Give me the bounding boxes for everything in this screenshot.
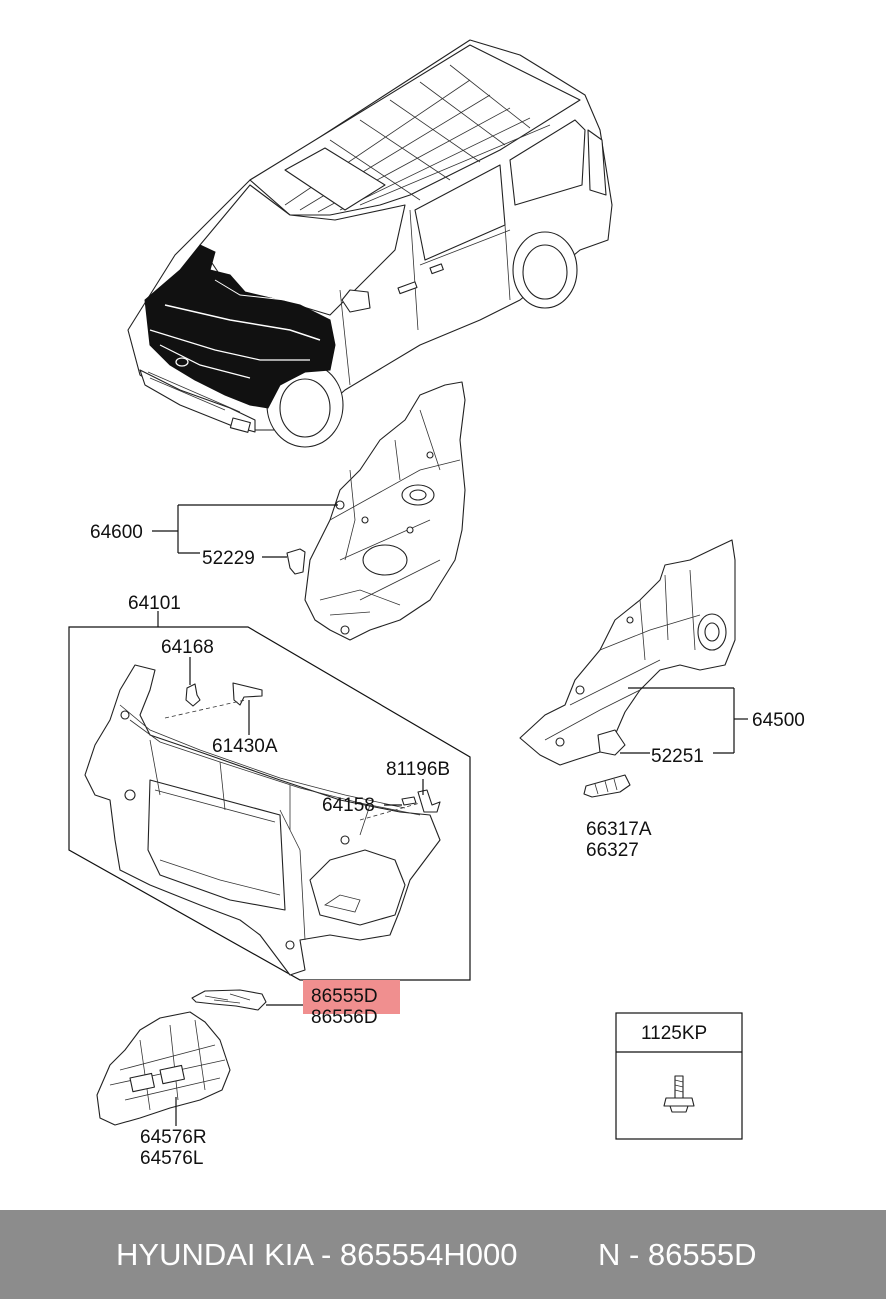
bolt-icon: [663, 1075, 695, 1113]
label-64576l: 64576L: [140, 1148, 203, 1169]
label-64101: 64101: [128, 593, 181, 614]
label-1125kp: 1125KP: [641, 1023, 707, 1044]
label-61430a: 61430A: [212, 736, 278, 757]
label-86556d: 86556D: [311, 1007, 378, 1028]
assembly-64600: [286, 381, 466, 641]
label-64158: 64158: [322, 795, 375, 816]
label-66327: 66327: [586, 840, 639, 861]
fastener-box: [615, 1012, 743, 1140]
label-64500: 64500: [752, 710, 805, 731]
footer-bar: HYUNDAI KIA - 865554H000 N - 86555D: [0, 1210, 886, 1299]
label-86555d: 86555D: [311, 986, 378, 1007]
footer-part-number: HYUNDAI KIA - 865554H000: [116, 1237, 518, 1272]
label-52229: 52229: [202, 548, 255, 569]
label-64168: 64168: [161, 637, 214, 658]
label-52251: 52251: [651, 746, 704, 767]
duct-86555d: [191, 989, 267, 1011]
assembly-64500: [519, 539, 736, 798]
part-highlight: [303, 980, 400, 1014]
label-66317a: 66317A: [586, 819, 652, 840]
parts-diagram: 64600 52229 64101 64168 61430A 81196B 64…: [68, 39, 805, 1169]
bracket-64576: [96, 1011, 231, 1126]
radiator-support-64101: [84, 664, 441, 976]
label-81196b: 81196B: [386, 759, 450, 780]
label-64576r: 64576R: [140, 1127, 207, 1148]
label-64600: 64600: [90, 522, 143, 543]
van-illustration: [127, 39, 613, 448]
footer-reference: N - 86555D: [598, 1237, 757, 1272]
